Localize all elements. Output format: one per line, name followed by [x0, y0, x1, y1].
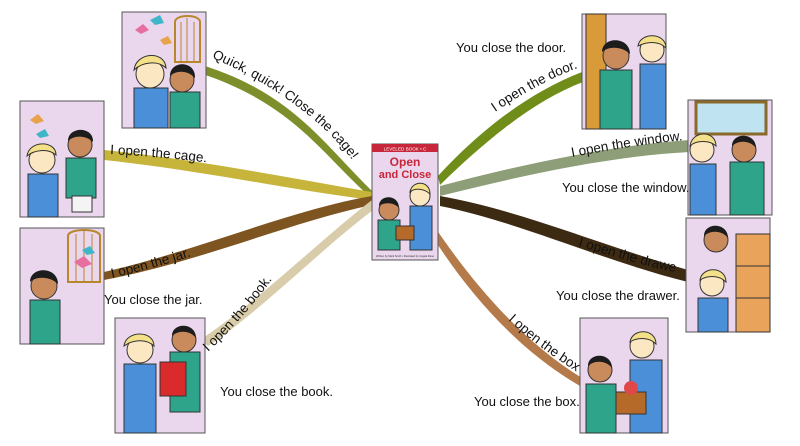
- caption-open-jar: I open the jar.: [109, 245, 192, 281]
- panel-birds-cage: [121, 11, 207, 129]
- label-close-box: You close the box.: [474, 394, 580, 409]
- center-title-line2: and Close: [379, 169, 432, 181]
- branch-open-book: [200, 200, 373, 346]
- branch-open-cage: [104, 150, 372, 200]
- branch-open-window: [440, 140, 690, 196]
- caption-open-book: I open the book.: [200, 272, 275, 354]
- branch-open-door: [438, 72, 583, 185]
- panel-open-drawer: [685, 217, 771, 333]
- panel-open-cage: [19, 100, 105, 218]
- panel-open-jar: [19, 227, 105, 345]
- branch-cage-close: [190, 62, 372, 197]
- label-close-window: You close the window.: [562, 180, 689, 195]
- panel-open-window: [687, 99, 773, 216]
- center-banner: LEVELED BOOK • C: [384, 147, 427, 152]
- branch-open-jar: [104, 196, 372, 280]
- center-book-cover: LEVELED BOOK • C Open and Close Written …: [371, 143, 439, 261]
- panel-open-book: [114, 317, 206, 434]
- response-labels: You close the jar. You close the book. Y…: [104, 40, 689, 409]
- label-close-drawer: You close the drawer.: [556, 288, 680, 303]
- panel-open-box: [579, 317, 669, 434]
- label-close-door: You close the door.: [456, 40, 566, 55]
- branches: [104, 62, 690, 386]
- center-title-line1: Open: [390, 155, 421, 169]
- label-close-jar: You close the jar.: [104, 292, 203, 307]
- caption-close-cage: Quick, quick! Close the cage!: [211, 47, 362, 162]
- center-credits: Written by Mark Smith • Illustrated by A…: [376, 254, 435, 258]
- panel-open-door: [581, 13, 667, 130]
- branch-open-drawer: [440, 196, 688, 282]
- label-close-book: You close the book.: [220, 384, 333, 399]
- branch-open-box: [426, 220, 582, 386]
